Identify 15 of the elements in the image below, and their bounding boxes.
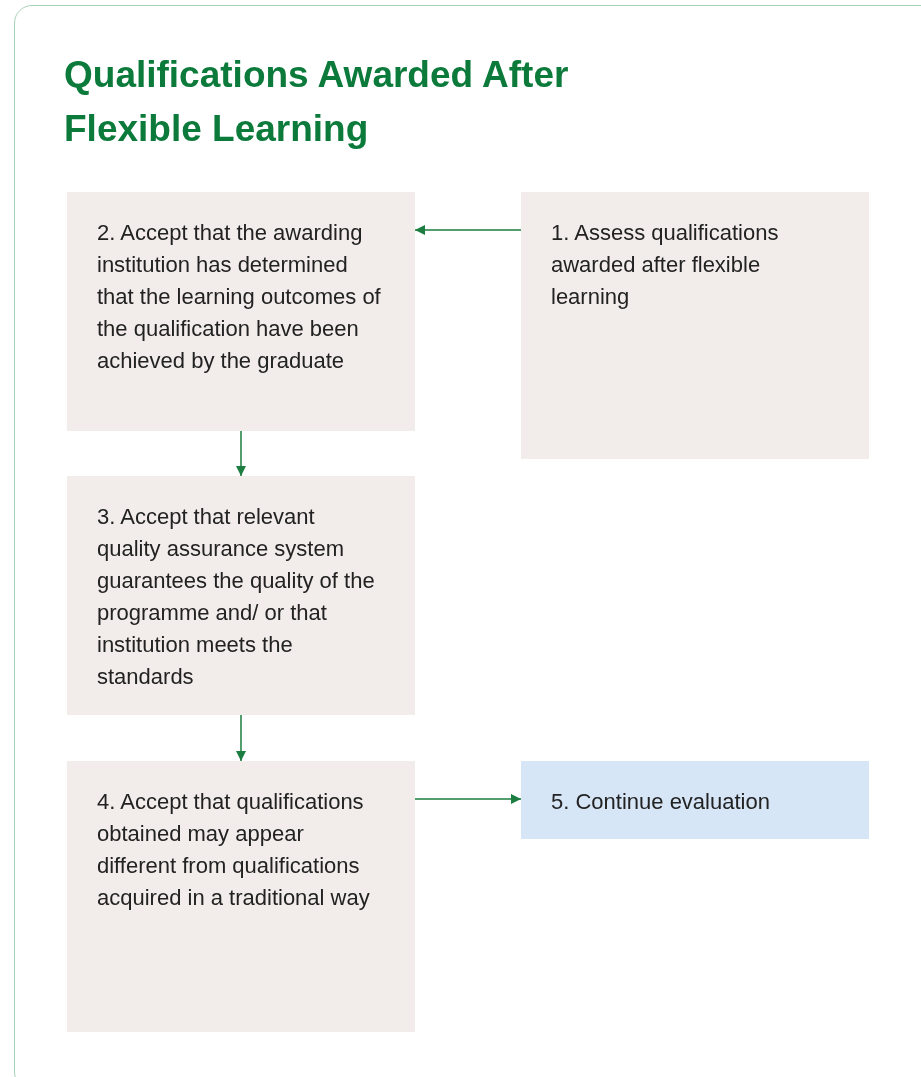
step-text: 4. Accept that qualifications obtained may appear different from qualifications acquired in a traditional way (97, 788, 371, 912)
arrow (236, 430, 246, 477)
arrow (236, 714, 246, 762)
step-box (521, 192, 869, 459)
step-box (67, 192, 415, 431)
title: Qualifications Awarded After Flexible Learning (64, 53, 570, 151)
step-text: 5. Continue evaluation (551, 788, 771, 816)
step-box (67, 476, 415, 715)
arrow (414, 794, 522, 804)
step-text: 1. Assess qualifications awarded after flexible learning (551, 219, 780, 311)
arrow (414, 225, 522, 235)
step-box (67, 761, 415, 1032)
step-text: 2. Accept that the awarding institution has determined that the learning outcomes of the qualification have been achieved by the graduate (97, 219, 381, 375)
step-box (521, 761, 869, 839)
step-text: 3. Accept that relevant quality assurance system guarantees the quality of the programme and/ or that institution meets the standards (97, 503, 376, 691)
